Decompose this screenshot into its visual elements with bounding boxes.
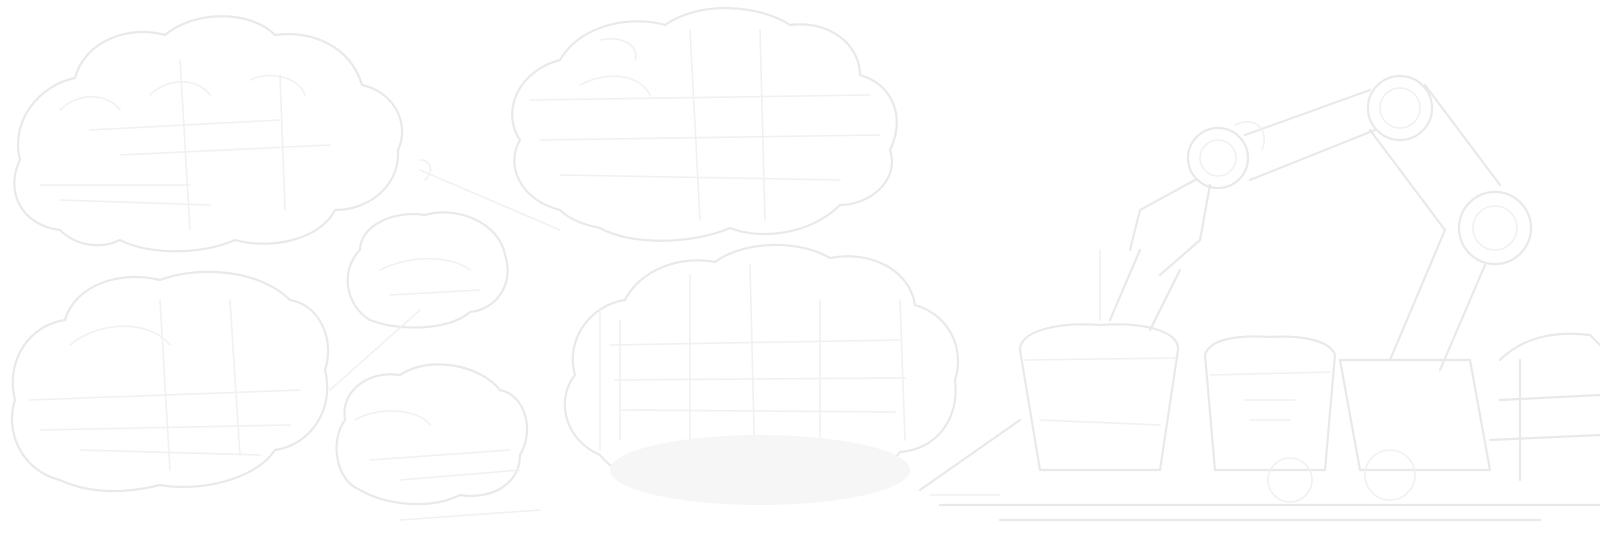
arm-segment-upper (1243, 88, 1377, 182)
cloud-cluster-center-illustration (511, 7, 960, 505)
arm-segment-lower (1388, 228, 1487, 372)
arm-joint-left (1186, 126, 1250, 190)
arm-gripper (1108, 178, 1212, 332)
arm-joint-right (1457, 190, 1533, 266)
robotic-arm-illustration (1108, 74, 1533, 372)
bin-left (1018, 323, 1180, 472)
cloud-small-bottom-outline (335, 363, 529, 506)
conveyor-right (1488, 332, 1600, 482)
arm-joint-top (1366, 74, 1434, 142)
machine-base-right (1338, 358, 1492, 472)
cloud-shadow (610, 435, 910, 505)
arm-segment-right (1368, 83, 1502, 232)
bins-illustration (918, 249, 1600, 522)
cloud-bottom-left-outline (10, 270, 330, 493)
cloud-top-left-outline (13, 15, 404, 253)
bin-middle (1203, 335, 1337, 472)
cloud-small-right-outline (346, 211, 509, 329)
bin-middle-wheel (1267, 457, 1313, 503)
cloud-center-top-outline (511, 7, 898, 242)
floor-line (918, 418, 1600, 522)
cloud-stack-left-illustration (10, 15, 561, 521)
